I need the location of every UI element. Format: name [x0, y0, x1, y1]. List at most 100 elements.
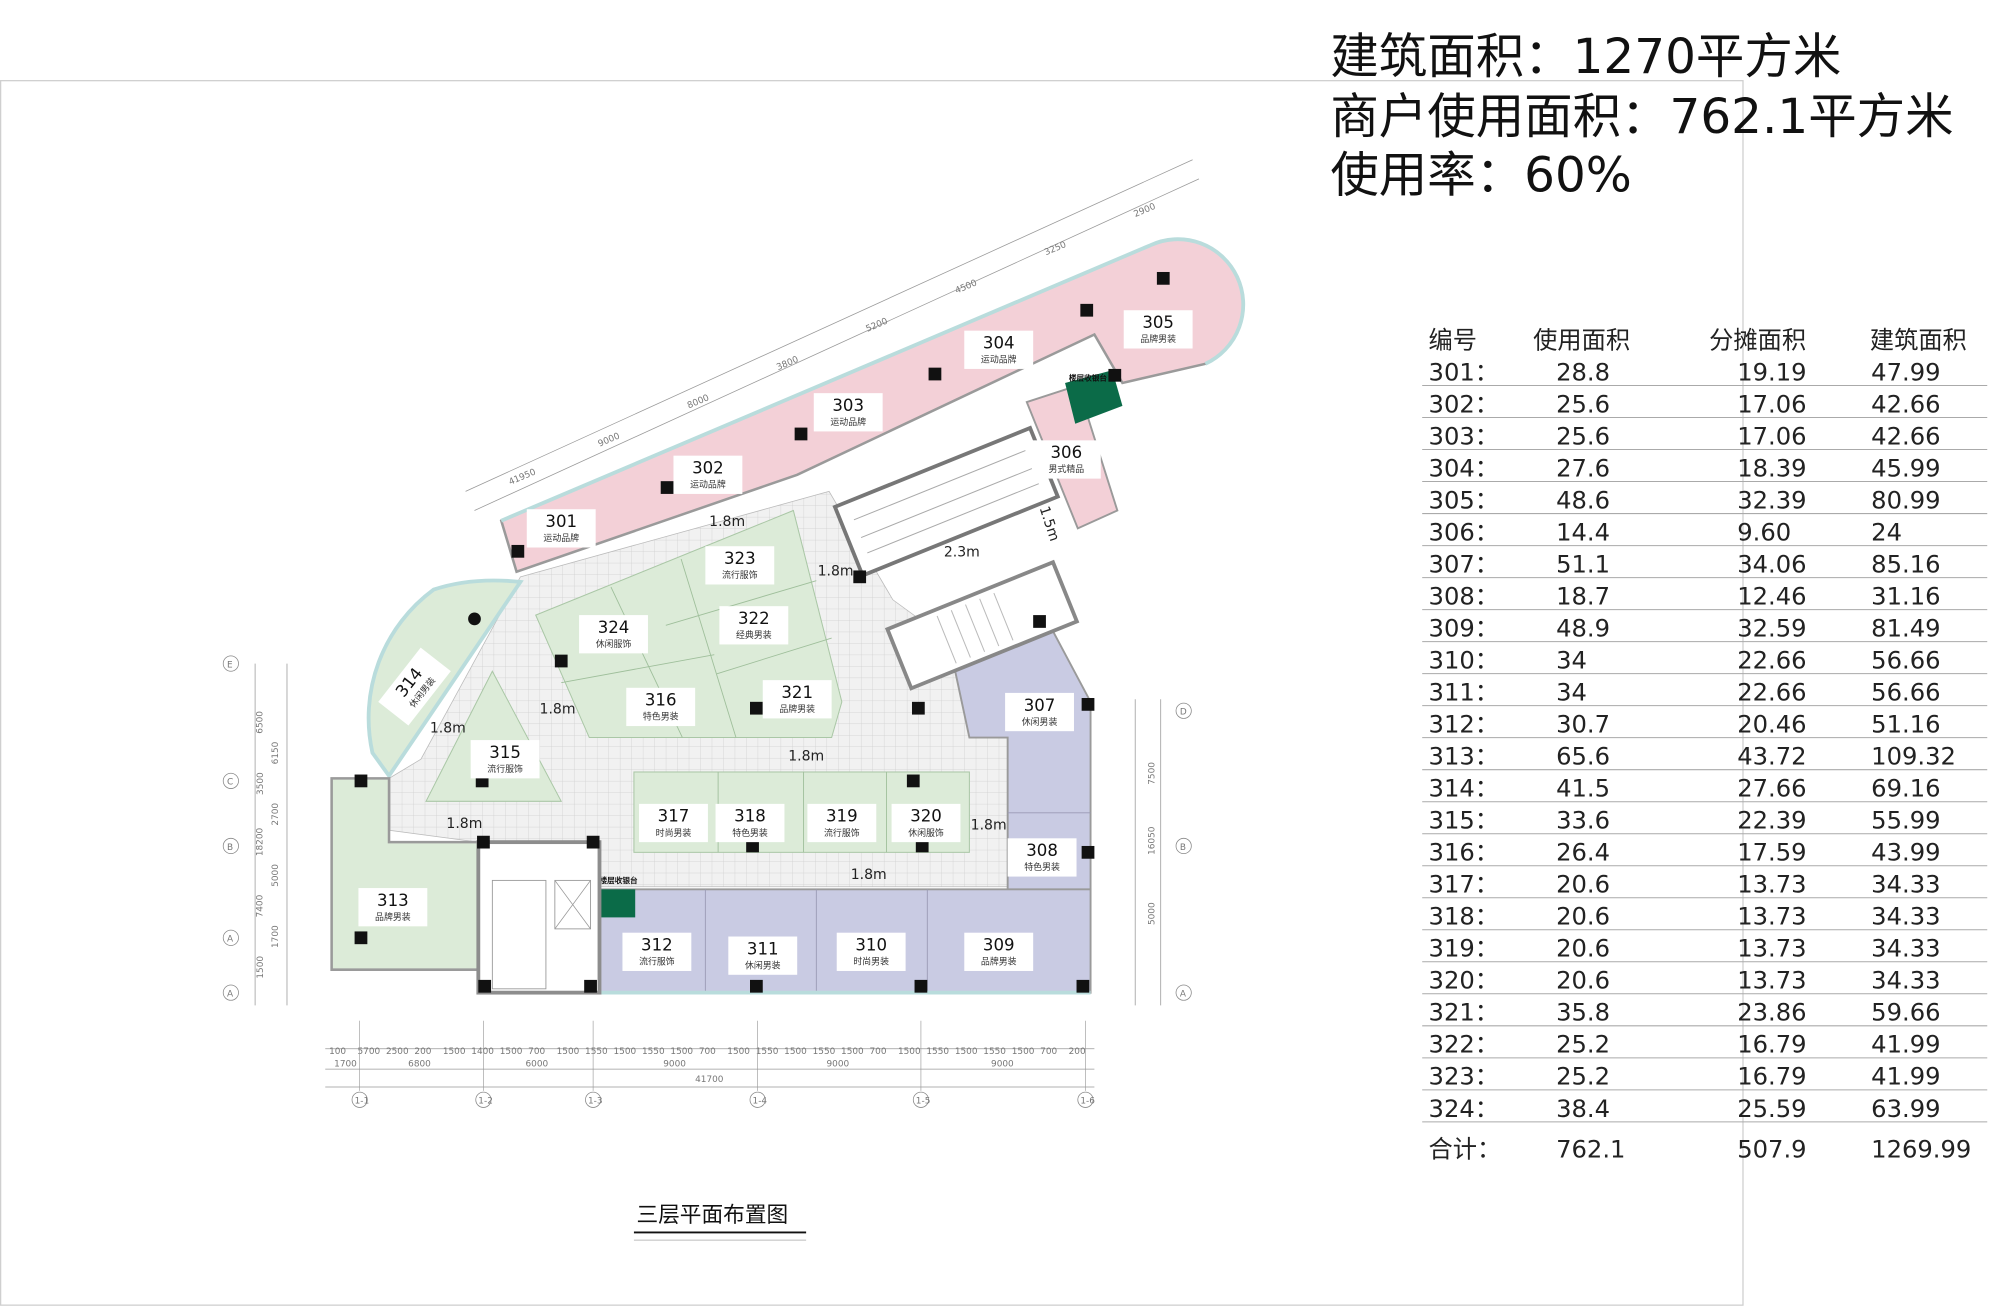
room-label-box	[891, 803, 961, 843]
use-area-cell: 27.6	[1556, 454, 1610, 482]
walkway-width-label: 1.8m	[430, 720, 466, 736]
room-number: 312	[641, 936, 673, 955]
dimension-value: 1500	[727, 1047, 750, 1057]
room-id-cell: 321：	[1429, 999, 1499, 1027]
room-number: 310	[855, 936, 887, 955]
room-label-box	[836, 932, 906, 971]
dimension-value: 1500	[955, 1047, 978, 1057]
use-area-cell: 30.7	[1556, 711, 1610, 739]
dimension-value: 1500	[614, 1047, 637, 1057]
axis-marker	[222, 984, 239, 1001]
room-id-cell: 314：	[1429, 775, 1499, 803]
room-id-cell: 307：	[1429, 550, 1499, 578]
room-id-cell: 310：	[1429, 647, 1499, 675]
walkway-width-label: 2.3m	[944, 544, 980, 560]
shared-area-cell: 20.46	[1737, 711, 1806, 739]
column-icon	[1081, 845, 1095, 859]
use-area-cell: 38.4	[1556, 1095, 1610, 1123]
use-area-cell: 25.6	[1556, 422, 1610, 450]
dimension-value: 2500	[386, 1047, 409, 1057]
column-icon	[1076, 979, 1090, 993]
dimension-value: 5000	[1147, 902, 1157, 925]
room-type: 运动品牌	[981, 354, 1017, 366]
column-icon	[586, 835, 600, 849]
room-id-cell: 317：	[1429, 871, 1499, 899]
divider	[665, 580, 817, 626]
building-area-cell: 56.66	[1871, 679, 1940, 707]
room-type: 品牌男装	[375, 911, 411, 923]
dimension-value: 1550	[756, 1047, 779, 1057]
dimension-value: 1500	[898, 1047, 921, 1057]
axis-marker	[1175, 984, 1192, 1001]
dimension-value: 5200	[865, 317, 890, 335]
building-area-cell: 45.99	[1871, 454, 1940, 482]
room-number: 304	[983, 334, 1015, 353]
room-number: 308	[1026, 841, 1058, 860]
room-label-box	[762, 680, 832, 719]
room-id-cell: 311：	[1429, 679, 1499, 707]
use-area-cell: 20.6	[1556, 871, 1610, 899]
column-icon	[511, 544, 525, 558]
room-type: 品牌男装	[779, 703, 815, 715]
room-type: 运动品牌	[690, 479, 726, 491]
building-area-cell: 43.99	[1871, 839, 1940, 867]
axis-marker	[222, 929, 239, 946]
axis-label: 1-6	[1080, 1097, 1095, 1107]
walkway-width-label: 1.5m	[1036, 504, 1062, 543]
room-id-cell: 313：	[1429, 743, 1499, 771]
column-icon	[1080, 303, 1094, 317]
axis-label: B	[227, 843, 233, 853]
shared-area-cell: 17.06	[1737, 390, 1806, 418]
building-area-cell: 80.99	[1871, 486, 1940, 514]
bay-dimension: 1700	[334, 1060, 357, 1070]
shared-area-cell: 507.9	[1737, 1136, 1806, 1164]
dimension-value: 3500	[256, 772, 266, 795]
use-area-cell: 25.6	[1556, 390, 1610, 418]
use-area-cell: 34	[1556, 647, 1587, 675]
shared-area-cell: 34.06	[1737, 550, 1806, 578]
dimension-value: 1550	[642, 1047, 665, 1057]
use-area-cell: 28.8	[1556, 358, 1610, 386]
use-area-cell: 26.4	[1556, 839, 1610, 867]
room-type: 特色男装	[1024, 861, 1060, 873]
building-area-cell: 59.66	[1871, 999, 1940, 1027]
column-icon	[750, 979, 763, 993]
column-icon	[915, 839, 929, 853]
building-area-cell: 41.99	[1871, 1063, 1940, 1091]
shared-area-cell: 22.66	[1737, 647, 1806, 675]
room-label-box	[728, 936, 798, 975]
room-number: 307	[1024, 696, 1056, 715]
room-number: 303	[832, 396, 864, 415]
room-label-box	[807, 803, 877, 843]
dimension-value: 5700	[358, 1047, 381, 1057]
tenant-area-line: 商户使用面积：762.1平方米	[1330, 89, 1953, 145]
